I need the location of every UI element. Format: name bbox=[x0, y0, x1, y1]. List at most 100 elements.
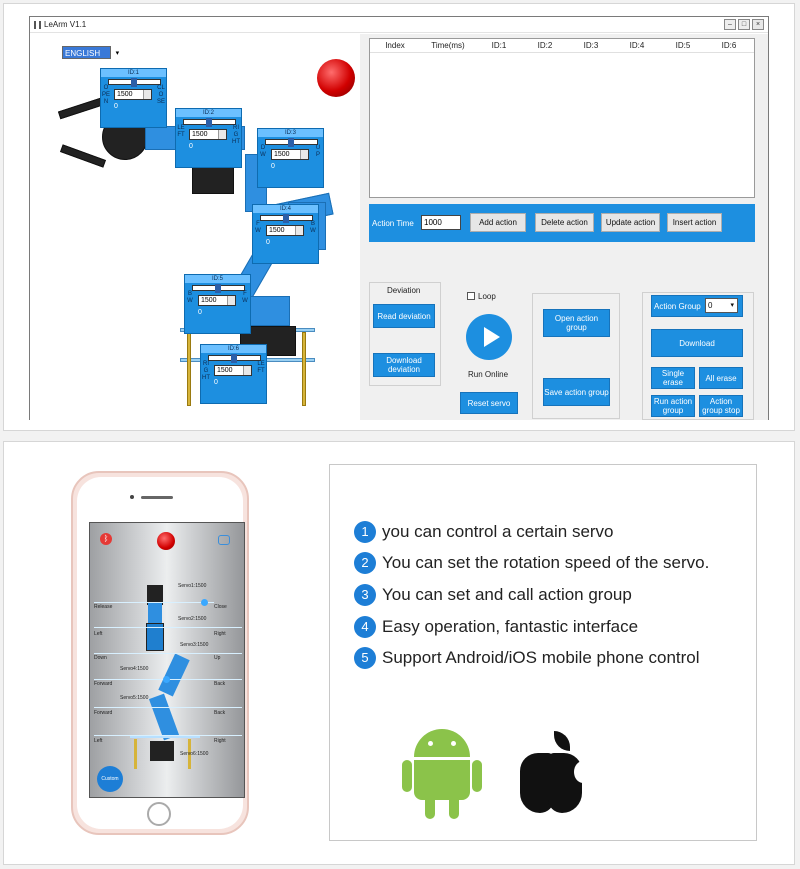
phone-gripper bbox=[147, 585, 163, 605]
phone-slider-track[interactable] bbox=[94, 653, 242, 654]
servo-right-label: UP bbox=[315, 145, 321, 158]
servo-offset: 0 bbox=[271, 163, 275, 170]
servo-slider[interactable] bbox=[183, 118, 236, 127]
apple-logo-icon bbox=[516, 731, 592, 817]
servo-slider[interactable] bbox=[208, 354, 261, 363]
servo-slider[interactable] bbox=[265, 138, 318, 147]
slider-thumb[interactable] bbox=[288, 138, 294, 147]
phone-down-label: Down bbox=[94, 655, 107, 661]
settings-icon[interactable] bbox=[218, 535, 230, 545]
all-erase-button[interactable]: All erase bbox=[699, 367, 743, 389]
feature-item: 5 Support Android/iOS mobile phone contr… bbox=[354, 647, 700, 669]
servo-box-3: ID:3 DW 1500 0 UP bbox=[257, 128, 324, 188]
slider-thumb[interactable] bbox=[131, 78, 137, 87]
servo-id: ID:4 bbox=[253, 205, 318, 213]
phone-left-label: Left bbox=[94, 631, 103, 637]
add-action-button[interactable]: Add action bbox=[470, 213, 526, 232]
delete-action-button[interactable]: Delete action bbox=[535, 213, 594, 232]
column-header: ID:4 bbox=[629, 41, 645, 50]
download-button[interactable]: Download bbox=[651, 329, 743, 357]
loop-checkbox[interactable] bbox=[467, 292, 475, 300]
phone-speaker bbox=[141, 496, 173, 499]
emergency-stop-button[interactable] bbox=[317, 59, 355, 97]
feature-text: You can set the rotation speed of the se… bbox=[382, 553, 710, 572]
play-icon[interactable] bbox=[466, 314, 512, 360]
servo-right-label: RIGHT bbox=[232, 125, 240, 145]
phone-support-rod bbox=[188, 739, 191, 769]
support-rod bbox=[187, 332, 191, 406]
phone-slider-track[interactable] bbox=[94, 627, 242, 628]
servo-value-input[interactable]: 1500 bbox=[189, 129, 227, 140]
chevron-down-icon: ▾ bbox=[115, 50, 120, 57]
phone-slider-track[interactable] bbox=[94, 735, 242, 736]
feature-number-badge: 3 bbox=[354, 584, 376, 606]
action-group-panel: Action Group 0 ▾ Download Single erase A… bbox=[642, 292, 754, 420]
bluetooth-icon[interactable]: ᛒ bbox=[100, 533, 112, 545]
phone-servo-label: Servo1:1500 bbox=[178, 583, 207, 589]
servo-id: ID:6 bbox=[201, 345, 266, 353]
language-select[interactable]: ENGLISH ▾ bbox=[62, 46, 119, 59]
column-header: ID:1 bbox=[491, 41, 507, 50]
phone-right-label: Right bbox=[214, 631, 226, 637]
read-deviation-button[interactable]: Read deviation bbox=[373, 304, 435, 328]
loop-label: Loop bbox=[478, 292, 496, 301]
servo-offset: 0 bbox=[266, 239, 270, 246]
phone-base-plate bbox=[130, 735, 200, 738]
phone-forward-label: Forward bbox=[94, 710, 113, 716]
phone-servo-label: Servo5:1500 bbox=[120, 695, 149, 701]
phone-slider-track[interactable] bbox=[94, 707, 242, 708]
servo-right-label: BW bbox=[310, 221, 316, 234]
update-action-button[interactable]: Update action bbox=[601, 213, 660, 232]
maximize-icon[interactable]: □ bbox=[738, 19, 750, 30]
servo-slider[interactable] bbox=[108, 78, 161, 87]
close-icon[interactable]: × bbox=[752, 19, 764, 30]
download-deviation-button[interactable]: Download deviation bbox=[373, 353, 435, 377]
phone-camera bbox=[130, 495, 134, 499]
phone-release-label: Release bbox=[94, 604, 113, 610]
custom-button[interactable]: Custom bbox=[97, 766, 123, 792]
save-action-group-button[interactable]: Save action group bbox=[543, 378, 610, 406]
servo-box-5: ID:5 BW 1500 0 FW bbox=[184, 274, 251, 334]
action-group-value: 0 bbox=[708, 301, 713, 310]
reset-servo-button[interactable]: Reset servo bbox=[460, 392, 518, 414]
feature-item: 1 you can control a certain servo bbox=[354, 521, 614, 543]
action-table[interactable]: Index Time(ms) ID:1 ID:2 ID:3 ID:4 ID:5 … bbox=[369, 38, 755, 198]
insert-action-button[interactable]: Insert action bbox=[667, 213, 722, 232]
servo-value-input[interactable]: 1500 bbox=[114, 89, 152, 100]
servo-slider[interactable] bbox=[192, 284, 245, 293]
minimize-icon[interactable]: – bbox=[724, 19, 736, 30]
feature-item: 4 Easy operation, fantastic interface bbox=[354, 616, 638, 638]
servo-box-1: ID:1 OPEN 1500 0 CLOSE bbox=[100, 68, 167, 128]
column-header: ID:3 bbox=[583, 41, 599, 50]
features-card: 1 you can control a certain servo 2 You … bbox=[329, 464, 757, 841]
servo-offset: 0 bbox=[189, 143, 193, 150]
action-time-label: Action Time bbox=[372, 219, 414, 228]
action-group-select[interactable]: 0 ▾ bbox=[705, 298, 738, 313]
column-header: Index bbox=[385, 41, 405, 50]
phone-slider-thumb[interactable] bbox=[163, 676, 170, 683]
phone-servo-label: Servo2:1500 bbox=[178, 616, 207, 622]
action-group-stop-button[interactable]: Action group stop bbox=[699, 395, 743, 417]
home-button[interactable] bbox=[147, 802, 171, 826]
open-action-group-button[interactable]: Open action group bbox=[543, 309, 610, 337]
servo-value-input[interactable]: 1500 bbox=[271, 149, 309, 160]
single-erase-button[interactable]: Single erase bbox=[651, 367, 695, 389]
phone-servo-label: Servo4:1500 bbox=[120, 666, 149, 672]
servo-value-input[interactable]: 1500 bbox=[214, 365, 252, 376]
slider-thumb[interactable] bbox=[206, 118, 212, 127]
action-time-bar: Action Time 1000 Add action Delete actio… bbox=[369, 204, 755, 242]
servo-value-input[interactable]: 1500 bbox=[198, 295, 236, 306]
phone-stop-button[interactable] bbox=[157, 532, 175, 550]
feature-text: you can control a certain servo bbox=[382, 522, 614, 541]
column-header: Time(ms) bbox=[431, 41, 465, 50]
slider-thumb[interactable] bbox=[231, 354, 237, 363]
phone-slider-track[interactable] bbox=[94, 602, 214, 603]
action-time-input[interactable]: 1000 bbox=[421, 215, 461, 230]
run-action-group-button[interactable]: Run action group bbox=[651, 395, 695, 417]
slider-thumb[interactable] bbox=[215, 284, 221, 293]
phone-slider-thumb[interactable] bbox=[201, 599, 208, 606]
servo-slider[interactable] bbox=[260, 214, 313, 223]
slider-thumb[interactable] bbox=[283, 214, 289, 223]
phone-screen: ᛒ Servo1:1500 Release Close Se bbox=[89, 522, 245, 798]
servo-value-input[interactable]: 1500 bbox=[266, 225, 304, 236]
